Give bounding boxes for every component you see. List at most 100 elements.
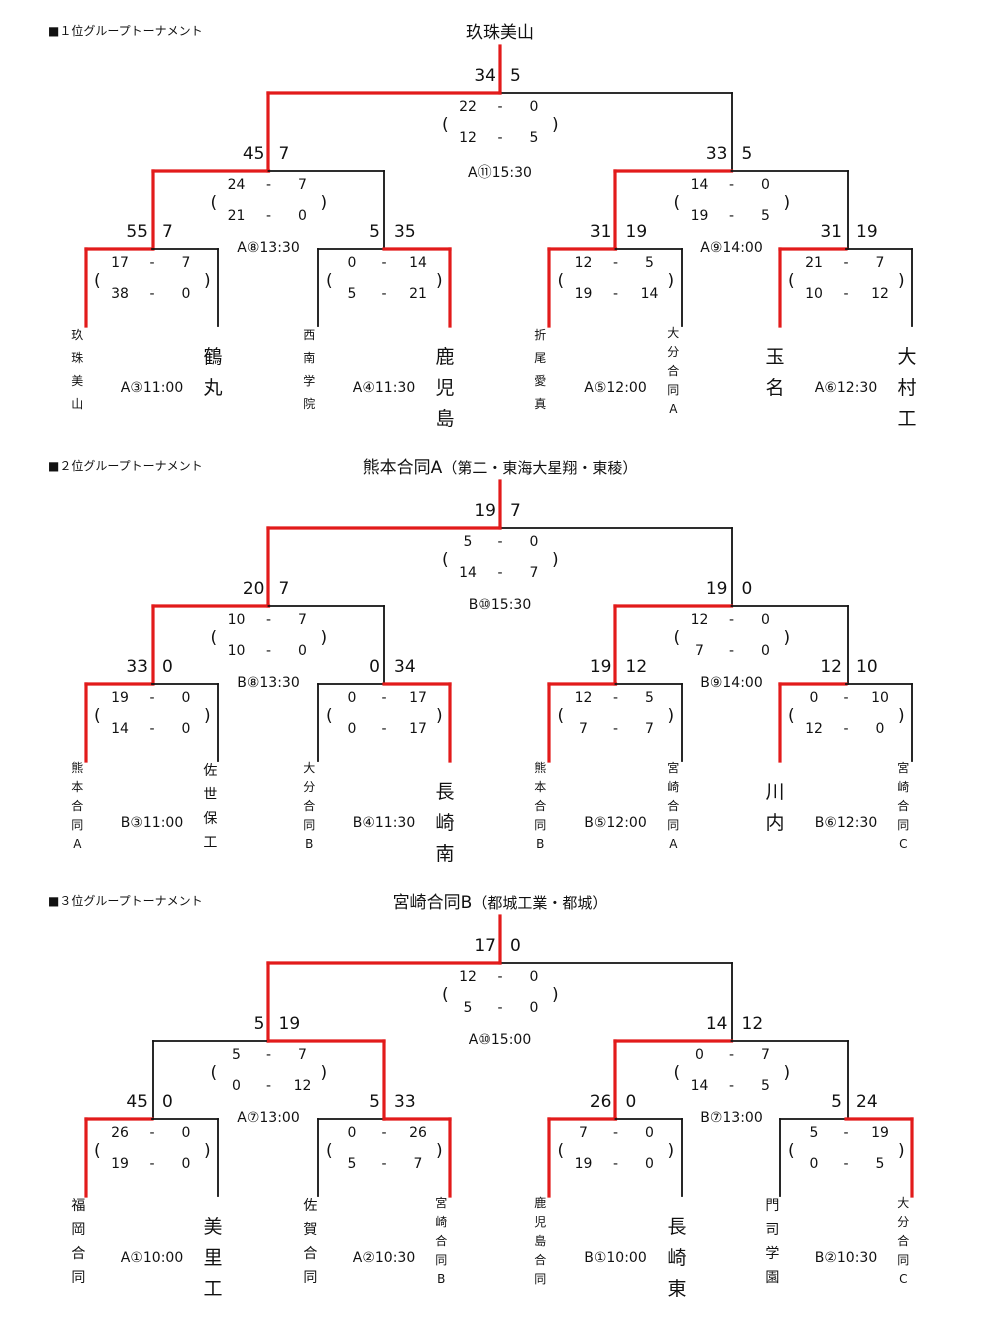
quarter-2-h1-left: 0 bbox=[347, 1125, 357, 1141]
quarter-2-h1-right: 14 bbox=[409, 255, 427, 271]
semi-1-paren-close: ) bbox=[320, 628, 328, 648]
quarter-1-h2-dash: - bbox=[149, 721, 155, 737]
final-h1-left: 5 bbox=[463, 534, 473, 550]
quarter-4-team-right: 大分合同C bbox=[897, 1196, 910, 1286]
quarter-4-team-left: 門司学園 bbox=[765, 1198, 780, 1286]
quarter-2-h1-left: 0 bbox=[347, 255, 357, 271]
final-score-left: 34 bbox=[474, 66, 496, 86]
quarter-1-team-left: 福岡合同 bbox=[71, 1198, 86, 1286]
semi-1-h2-dash: - bbox=[265, 643, 272, 659]
quarter-3-team-right: 大分合同A bbox=[667, 326, 680, 416]
quarter-3-paren-close: ) bbox=[667, 1141, 675, 1161]
semi-2-h2-left: 14 bbox=[690, 1078, 709, 1094]
quarter-4-paren-open: ( bbox=[788, 271, 795, 291]
quarter-4-paren-close: ) bbox=[898, 271, 905, 291]
quarter-4-h2-right: 0 bbox=[875, 721, 885, 737]
quarter-2-h2-left: 5 bbox=[347, 1156, 357, 1172]
semi-2-h1-left: 0 bbox=[695, 1047, 704, 1063]
champion-name: 熊本合同A（第二・東海大星翔・東稜） bbox=[320, 453, 680, 478]
semi-1-paren-close: ) bbox=[320, 193, 328, 213]
semi-1-time: B⑧13:30 bbox=[237, 675, 300, 691]
semi-1-score-left: 5 bbox=[253, 1014, 265, 1034]
semi-1-h1-dash: - bbox=[265, 612, 272, 628]
final-score-right: 7 bbox=[510, 501, 521, 521]
semi-2-h2-dash: - bbox=[728, 643, 735, 659]
semi-2-h2-right: 5 bbox=[761, 208, 770, 224]
quarter-4-h1-dash: - bbox=[843, 255, 849, 271]
quarter-3-h2-dash: - bbox=[612, 1156, 619, 1172]
quarter-2-paren-open: ( bbox=[326, 271, 333, 291]
quarter-2-h1-left: 0 bbox=[347, 690, 357, 706]
final-paren-open: ( bbox=[442, 115, 449, 135]
final-h2-dash: - bbox=[497, 130, 503, 146]
quarter-4-team-right: 宮崎合同C bbox=[897, 761, 910, 851]
final-h2-left: 14 bbox=[459, 565, 477, 581]
final-score-right: 0 bbox=[510, 936, 521, 956]
quarter-2-h1-right: 17 bbox=[409, 690, 427, 706]
quarter-3-h2-dash: - bbox=[612, 721, 619, 737]
semi-1-time: A⑧13:30 bbox=[237, 240, 300, 256]
quarter-4-h1-dash: - bbox=[843, 690, 849, 706]
quarter-2-h2-right: 17 bbox=[409, 721, 427, 737]
semi-1-paren-open: ( bbox=[210, 193, 218, 213]
final-h2-dash: - bbox=[497, 1000, 503, 1016]
quarter-3-h2-left: 7 bbox=[579, 721, 588, 737]
semi-1-score-right: 19 bbox=[278, 1014, 301, 1034]
quarter-1-time: B③11:00 bbox=[120, 815, 184, 831]
quarter-4-h1-left: 5 bbox=[809, 1125, 819, 1141]
final-h1-dash: - bbox=[497, 99, 503, 115]
quarter-4-score-right: 19 bbox=[856, 222, 878, 242]
quarter-2-time: B④11:30 bbox=[352, 815, 416, 831]
final-h2-dash: - bbox=[497, 565, 503, 581]
quarter-4-paren-open: ( bbox=[788, 706, 795, 726]
quarter-1-h2-dash: - bbox=[149, 286, 155, 302]
semi-2-score-right: 12 bbox=[741, 1014, 764, 1034]
final-score-right: 5 bbox=[510, 66, 521, 86]
quarter-2-time: A④11:30 bbox=[352, 380, 416, 396]
semi-1-h1-left: 24 bbox=[227, 177, 246, 193]
quarter-1-h1-dash: - bbox=[149, 255, 155, 271]
quarter-2-team-right: 長崎南 bbox=[435, 781, 455, 865]
quarter-1-score-left: 33 bbox=[126, 657, 148, 677]
semi-2-h1-dash: - bbox=[728, 612, 735, 628]
quarter-3-time: A⑤12:00 bbox=[584, 380, 647, 396]
semi-1-h2-right: 0 bbox=[298, 208, 307, 224]
quarter-1-h1-dash: - bbox=[149, 690, 155, 706]
quarter-2-h1-dash: - bbox=[381, 1125, 387, 1141]
semi-2-h1-dash: - bbox=[728, 1047, 735, 1063]
semi-2-score-right: 5 bbox=[741, 144, 753, 164]
semi-2-paren-open: ( bbox=[673, 1063, 681, 1083]
quarter-4-h2-left: 12 bbox=[805, 721, 823, 737]
quarter-4-h1-left: 21 bbox=[805, 255, 823, 271]
champion-members: （都城工業・都城） bbox=[472, 894, 608, 912]
final-h2-right: 5 bbox=[529, 130, 539, 146]
quarter-3-team-left: 熊本合同B bbox=[534, 761, 547, 851]
quarter-1-h2-right: 0 bbox=[181, 1156, 191, 1172]
champion-team: 熊本合同A bbox=[362, 458, 443, 478]
final-paren-open: ( bbox=[442, 985, 449, 1005]
semi-2-time: B⑦13:00 bbox=[700, 1110, 763, 1126]
quarter-1-h1-left: 26 bbox=[111, 1125, 129, 1141]
final-h1-left: 22 bbox=[459, 99, 477, 115]
quarter-3-h2-right: 14 bbox=[640, 286, 659, 302]
semi-1-h1-dash: - bbox=[265, 177, 272, 193]
quarter-2-h2-dash: - bbox=[381, 1156, 387, 1172]
semi-2-h1-dash: - bbox=[728, 177, 735, 193]
quarter-1-team-right: 美里工 bbox=[203, 1216, 223, 1300]
semi-2-time: B⑨14:00 bbox=[700, 675, 763, 691]
champion-team: 宮崎合同B bbox=[392, 893, 473, 913]
quarter-3-h1-left: 7 bbox=[579, 1125, 588, 1141]
quarter-4-score-right: 10 bbox=[856, 657, 878, 677]
quarter-3-team-left: 折尾愛真 bbox=[534, 328, 547, 411]
semi-2-h2-left: 19 bbox=[690, 208, 709, 224]
semi-2-score-right: 0 bbox=[741, 579, 753, 599]
quarter-4-time: A⑥12:30 bbox=[814, 380, 878, 396]
final-paren-close: ) bbox=[552, 985, 559, 1005]
